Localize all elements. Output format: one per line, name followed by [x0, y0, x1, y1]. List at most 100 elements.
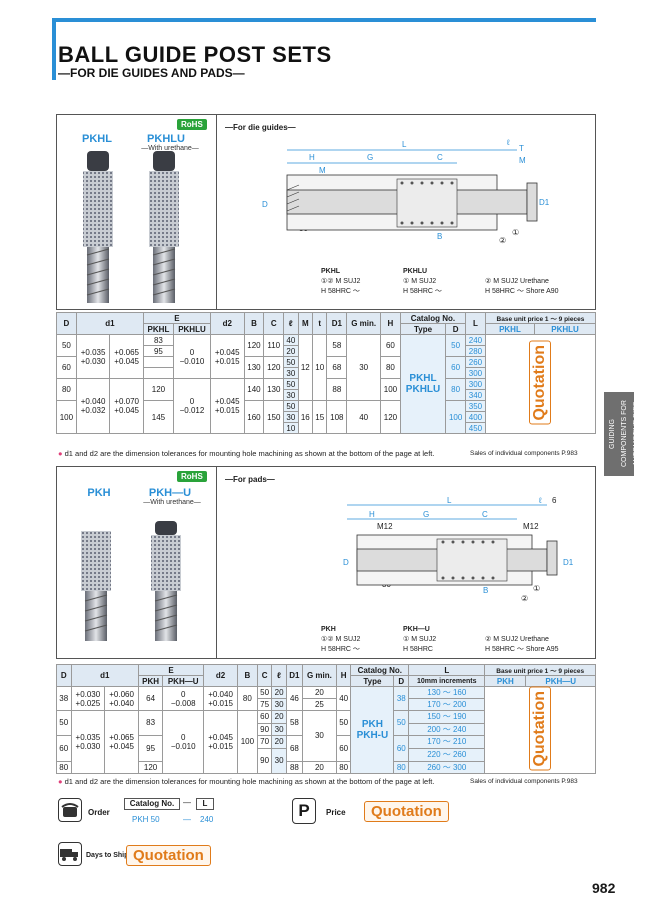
col-header: E	[137, 664, 205, 676]
cell: +0.030+0.025	[70, 686, 106, 711]
cell-tol: +0.035	[80, 347, 106, 357]
cell-tol: +0.040	[208, 689, 233, 699]
cell: 60	[380, 334, 401, 357]
cell: 340	[465, 389, 486, 401]
header-accent-vertical	[52, 18, 56, 80]
page-title: BALL GUIDE POST SETS	[58, 42, 332, 67]
section-die-guides: RoHS PKHL PKHLU —With urethane—	[56, 114, 596, 310]
cell: 20	[283, 345, 299, 357]
cell-tol: −0.010	[170, 741, 196, 751]
col-header: PKH	[137, 675, 164, 687]
cell: 350	[465, 400, 486, 412]
svg-text:D1: D1	[563, 558, 574, 567]
material-title: PKH	[321, 626, 336, 633]
order-example-dash: —	[183, 815, 191, 824]
cell-tol: +0.065	[109, 732, 134, 742]
material-line: ② M SUJ2 Urethane	[485, 278, 549, 285]
cell: 400	[465, 411, 486, 423]
cell: 20	[271, 734, 287, 749]
cell: 50	[283, 400, 299, 412]
cell: +0.045+0.015	[209, 334, 245, 379]
col-header: Catalog No.	[399, 312, 467, 324]
cell: 88	[326, 378, 348, 401]
page-subtitle: —FOR DIE GUIDES AND PADS—	[58, 66, 245, 80]
cell: 150	[263, 400, 285, 434]
cell-tol: +0.045	[208, 732, 233, 742]
cell: 12	[297, 334, 314, 401]
cell: 50	[283, 378, 299, 390]
svg-text:M: M	[519, 156, 526, 165]
note-text: d1 and d2 are the dimension tolerances f…	[64, 449, 435, 458]
cell: 30	[301, 710, 337, 762]
cell: 16	[297, 400, 314, 434]
tolerance-note: ● d1 and d2 are the dimension tolerances…	[58, 449, 434, 458]
product-label-pkhlu: PKHLU	[147, 133, 185, 145]
ship-icon	[58, 842, 82, 866]
cell: 38	[393, 686, 410, 711]
svg-text:M: M	[319, 166, 326, 175]
cell: 80	[56, 760, 72, 774]
cell-tol: 0	[180, 732, 186, 742]
order-catalog-header: Catalog No.	[124, 798, 180, 810]
section-pads: RoHS PKH PKH—U —With urethane— —For pads…	[56, 466, 596, 659]
col-header: d1	[75, 312, 144, 335]
cell: 80	[445, 378, 467, 401]
material-line: ① M SUJ2	[403, 278, 437, 285]
svg-text:ℓ: ℓ	[506, 138, 510, 147]
cell: +0.045+0.015	[203, 710, 238, 774]
col-header: PKHLU	[534, 323, 596, 335]
col-header: L	[408, 664, 486, 676]
svg-text:ℓ: ℓ	[538, 496, 542, 505]
cell: 15	[312, 400, 328, 434]
diagram-title-pads: —For pads—	[225, 475, 275, 484]
cell-tol: +0.015	[208, 698, 233, 708]
material-line: H 58HRC ～ Shore A90	[485, 288, 559, 295]
cell-tol: −0.010	[179, 356, 205, 366]
ship-quotation: Quotation	[126, 845, 211, 866]
svg-text:H: H	[369, 510, 375, 519]
cell: 10	[283, 422, 299, 434]
cell: 100	[445, 400, 467, 434]
col-header: D	[56, 312, 77, 335]
cell-tol: +0.015	[214, 356, 240, 366]
cell-tol: +0.030	[75, 689, 101, 699]
diagram-title-die-guides: —For die guides—	[225, 123, 296, 132]
components-link[interactable]: Sales of individual components P.983	[470, 450, 578, 457]
material-title: PKH—U	[403, 626, 430, 633]
cell: +0.065+0.045	[109, 334, 144, 379]
cell: 30	[283, 367, 299, 379]
components-link[interactable]: Sales of individual components P.983	[470, 778, 578, 785]
material-line: ①② M SUJ2	[321, 636, 361, 643]
type-label: PKHLU	[405, 384, 441, 395]
order-icon	[58, 798, 82, 822]
svg-text:C: C	[482, 510, 488, 519]
category-side-tab[interactable]: GUIDING COMPONENTS FOR AUTOMOTIVE DIES	[604, 392, 640, 476]
cell: 50	[256, 686, 273, 699]
cell: +0.035+0.030	[75, 334, 111, 379]
quotation-label: Quotation	[529, 687, 552, 771]
cell: 60	[56, 734, 72, 762]
cell: 100	[236, 710, 258, 774]
cell-tol: +0.035	[75, 732, 101, 742]
cell-tol: +0.045	[109, 741, 134, 751]
cell: 170 ～ 200	[408, 698, 486, 711]
cell-tol: 0	[189, 397, 195, 406]
cell: 110	[263, 334, 285, 357]
cell: 46	[285, 686, 303, 711]
col-header: Type	[399, 323, 447, 335]
svg-text:M12: M12	[523, 522, 539, 531]
cell-tol: +0.015	[208, 741, 233, 751]
col-header: Type	[350, 675, 395, 687]
col-header: G min.	[301, 664, 337, 687]
quotation-label: Quotation	[529, 341, 552, 425]
product-photo	[81, 521, 181, 641]
cell: +0.040+0.015	[203, 686, 238, 711]
col-header: PKHLU	[172, 323, 211, 335]
cell: 25	[301, 698, 337, 711]
cell: 60	[56, 356, 77, 379]
cell: 30	[271, 698, 287, 711]
price-cell: Quotation	[484, 686, 596, 774]
cell: 300	[465, 367, 486, 379]
ship-label: Days to Ship	[86, 852, 129, 859]
material-pkhl: PKHL ①② M SUJ2 H 58HRC ～	[321, 267, 360, 297]
